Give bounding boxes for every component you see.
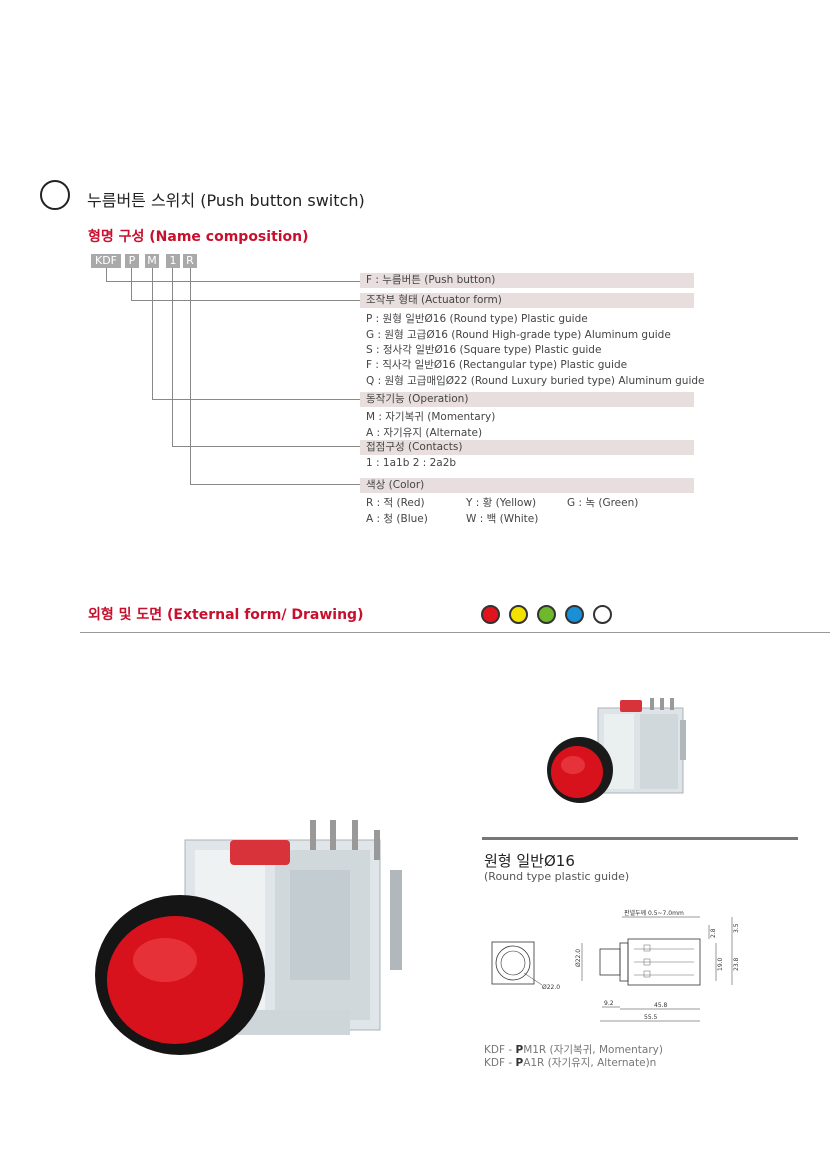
- operation-item: A : 자기유지 (Alternate): [366, 427, 483, 439]
- color-item: A : 청 (Blue): [366, 513, 428, 525]
- technical-drawing: Ø22.0 판넬두께 0.5~7.0mm Ø22.0 2.8 3.5 19.0 …: [491, 909, 740, 1022]
- color-item: Y : 황 (Yellow): [466, 497, 537, 509]
- product-photo-large: [95, 820, 402, 1055]
- color-dot-yellow: [509, 605, 528, 624]
- contacts-item: 1 : 1a1b 2 : 2a2b: [366, 457, 457, 469]
- connector-line: [172, 446, 360, 447]
- actuator-item: G : 원형 고급Ø16 (Round High-grade type) Alu…: [366, 329, 671, 341]
- connector-line: [131, 300, 360, 301]
- color-item: R : 적 (Red): [366, 497, 425, 509]
- color-dot-green: [537, 605, 556, 624]
- page-title: 누름버튼 스위치 (Push button switch): [87, 191, 365, 210]
- name-composition-title: 형명 구성 (Name composition): [88, 229, 309, 245]
- connector-line: [131, 268, 132, 301]
- connector-line: [106, 268, 107, 282]
- actuator-item: F : 직사각 일반Ø16 (Rectangular type) Plastic…: [366, 359, 628, 371]
- connector-line: [190, 268, 191, 485]
- section-contacts-band: 접점구성 (Contacts): [360, 440, 694, 455]
- connector-line: [106, 281, 360, 282]
- connector-line: [172, 268, 173, 447]
- section-type-band: F : 누름버튼 (Push button): [360, 273, 694, 288]
- dim-23-8: 23.8: [733, 957, 740, 971]
- connector-line: [152, 268, 153, 400]
- external-form-title: 외형 및 도면 (External form/ Drawing): [88, 607, 364, 623]
- actuator-item: P : 원형 일반Ø16 (Round type) Plastic guide: [366, 313, 588, 325]
- product-photo-small: [547, 698, 686, 803]
- section-operation-band: 동작기능 (Operation): [360, 392, 694, 407]
- code-r: R: [183, 254, 197, 268]
- actuator-item: S : 정사각 일반Ø16 (Square type) Plastic guid…: [366, 344, 602, 356]
- dim-19-0: 19.0: [717, 957, 724, 971]
- product-divider: [482, 837, 798, 840]
- dim-2-8: 2.8: [710, 928, 717, 938]
- product-subtitle: (Round type plastic guide): [484, 870, 630, 883]
- section-divider: [80, 632, 830, 633]
- code-p: P: [125, 254, 139, 268]
- dim-45-8: 45.8: [654, 1002, 668, 1009]
- color-dot-red: [481, 605, 500, 624]
- dim-front-diameter: Ø22.0: [542, 984, 560, 991]
- dim-9-2: 9.2: [604, 1000, 614, 1007]
- color-item: G : 녹 (Green): [567, 497, 639, 509]
- connector-line: [190, 484, 360, 485]
- product-title: 원형 일반Ø16: [484, 852, 575, 870]
- color-dot-white: [593, 605, 612, 624]
- color-item: W : 백 (White): [466, 513, 539, 525]
- code-1: 1: [166, 254, 180, 268]
- section-actuator-band: 조작부 형태 (Actuator form): [360, 293, 694, 308]
- dim-side-diameter: Ø22.0: [575, 949, 582, 967]
- circle-icon: [40, 180, 70, 210]
- dim-55-5: 55.5: [644, 1014, 658, 1021]
- color-dot-blue: [565, 605, 584, 624]
- code-kdf: KDF: [91, 254, 121, 268]
- model-code-momentary: KDF - PM1R (자기복귀, Momentary): [484, 1044, 663, 1056]
- dim-3-5: 3.5: [733, 923, 740, 933]
- operation-item: M : 자기복귀 (Momentary): [366, 411, 496, 423]
- section-color-band: 색상 (Color): [360, 478, 694, 493]
- panel-thickness-label: 판넬두께 0.5~7.0mm: [624, 909, 684, 917]
- code-m: M: [145, 254, 159, 268]
- actuator-item: Q : 원형 고급매입Ø22 (Round Luxury buried type…: [366, 375, 705, 387]
- connector-line: [152, 399, 360, 400]
- model-code-alternate: KDF - PA1R (자기유지, Alternate)n: [484, 1057, 657, 1069]
